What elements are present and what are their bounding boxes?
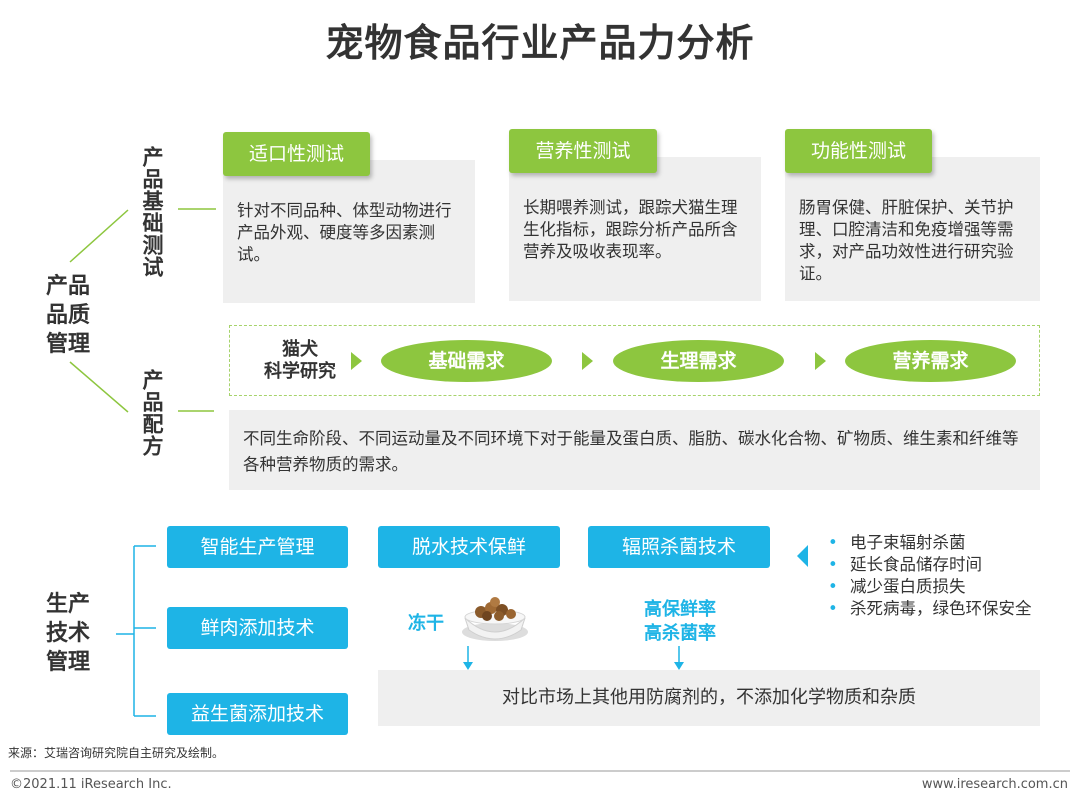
high-fresh-rate: 高保鲜率: [644, 599, 716, 620]
pet-food-bowl-icon: [462, 597, 528, 641]
high-sterile-rate: 高杀菌率: [644, 623, 716, 644]
list-item: •延长食品储存时间: [828, 555, 982, 574]
bullet-dot-icon: •: [828, 533, 838, 552]
sub-label-formula: 产品配方: [140, 369, 164, 457]
fresh-meat-button: 鲜肉添加技术: [167, 607, 348, 649]
test-desc-palatability: 针对不同品种、体型动物进行产品外观、硬度等多因素测试。: [223, 160, 475, 303]
bullet-dot-icon: •: [828, 555, 838, 574]
need-physiological: 生理需求: [613, 340, 784, 382]
list-item: •电子束辐射杀菌: [828, 533, 966, 552]
tab-function-test: 功能性测试: [785, 129, 932, 173]
arrow-right-icon: [815, 352, 826, 370]
research-start: 猫犬 科学研究: [245, 339, 355, 383]
footer-website: www.iresearch.com.cn: [921, 777, 1068, 792]
bullet-dot-icon: •: [828, 599, 838, 618]
formula-desc: 不同生命阶段、不同运动量及不同环境下对于能量及蛋白质、脂肪、碳水化合物、矿物质、…: [229, 410, 1040, 490]
dehydration-button: 脱水技术保鲜: [378, 526, 560, 568]
arrow-right-icon: [351, 352, 362, 370]
bullet-dot-icon: •: [828, 577, 838, 596]
need-basic: 基础需求: [381, 340, 552, 382]
sub-label-basic-test: 产品基础测试: [140, 146, 164, 278]
list-item: •杀死病毒，绿色环保安全: [828, 599, 1032, 618]
page-title: 宠物食品行业产品力分析: [325, 21, 755, 65]
probiotic-button: 益生菌添加技术: [167, 693, 348, 735]
test-desc-nutrition: 长期喂养测试，跟踪犬猫生理生化指标，跟踪分析产品所含营养及吸收表现率。: [509, 157, 761, 301]
research-flow-box: [229, 325, 1040, 396]
list-item: •减少蛋白质损失: [828, 577, 966, 596]
footer-copyright: ©2021.11 iResearch Inc.: [10, 777, 172, 792]
irradiation-bullet-list: •电子束辐射杀菌 •延长食品储存时间 •减少蛋白质损失 •杀死病毒，绿色环保安全: [828, 532, 1038, 620]
irradiation-benefits: 高保鲜率 高杀菌率: [638, 598, 722, 646]
research-start-line1: 猫犬: [282, 339, 318, 360]
tab-palatability-test: 适口性测试: [223, 132, 370, 176]
smart-production-button: 智能生产管理: [167, 526, 348, 568]
arrow-right-icon: [582, 352, 593, 370]
source-note: 来源：艾瑞咨询研究院自主研究及绘制。: [8, 746, 225, 760]
test-desc-function: 肠胃保健、肝脏保护、关节护理、口腔清洁和免疫增强等需求，对产品功效性进行研究验证…: [785, 157, 1040, 301]
group-label-quality: 产品品质管理: [45, 274, 90, 357]
tab-nutrition-test: 营养性测试: [509, 129, 657, 173]
research-start-line2: 科学研究: [264, 361, 336, 382]
need-nutritional: 营养需求: [845, 340, 1016, 382]
group-label-production: 生产技术管理: [45, 592, 90, 675]
compare-box: 对比市场上其他用防腐剂的，不添加化学物质和杂质: [378, 670, 1040, 726]
freeze-dry-label: 冻干: [408, 613, 444, 634]
irradiation-button: 辐照杀菌技术: [588, 526, 770, 568]
